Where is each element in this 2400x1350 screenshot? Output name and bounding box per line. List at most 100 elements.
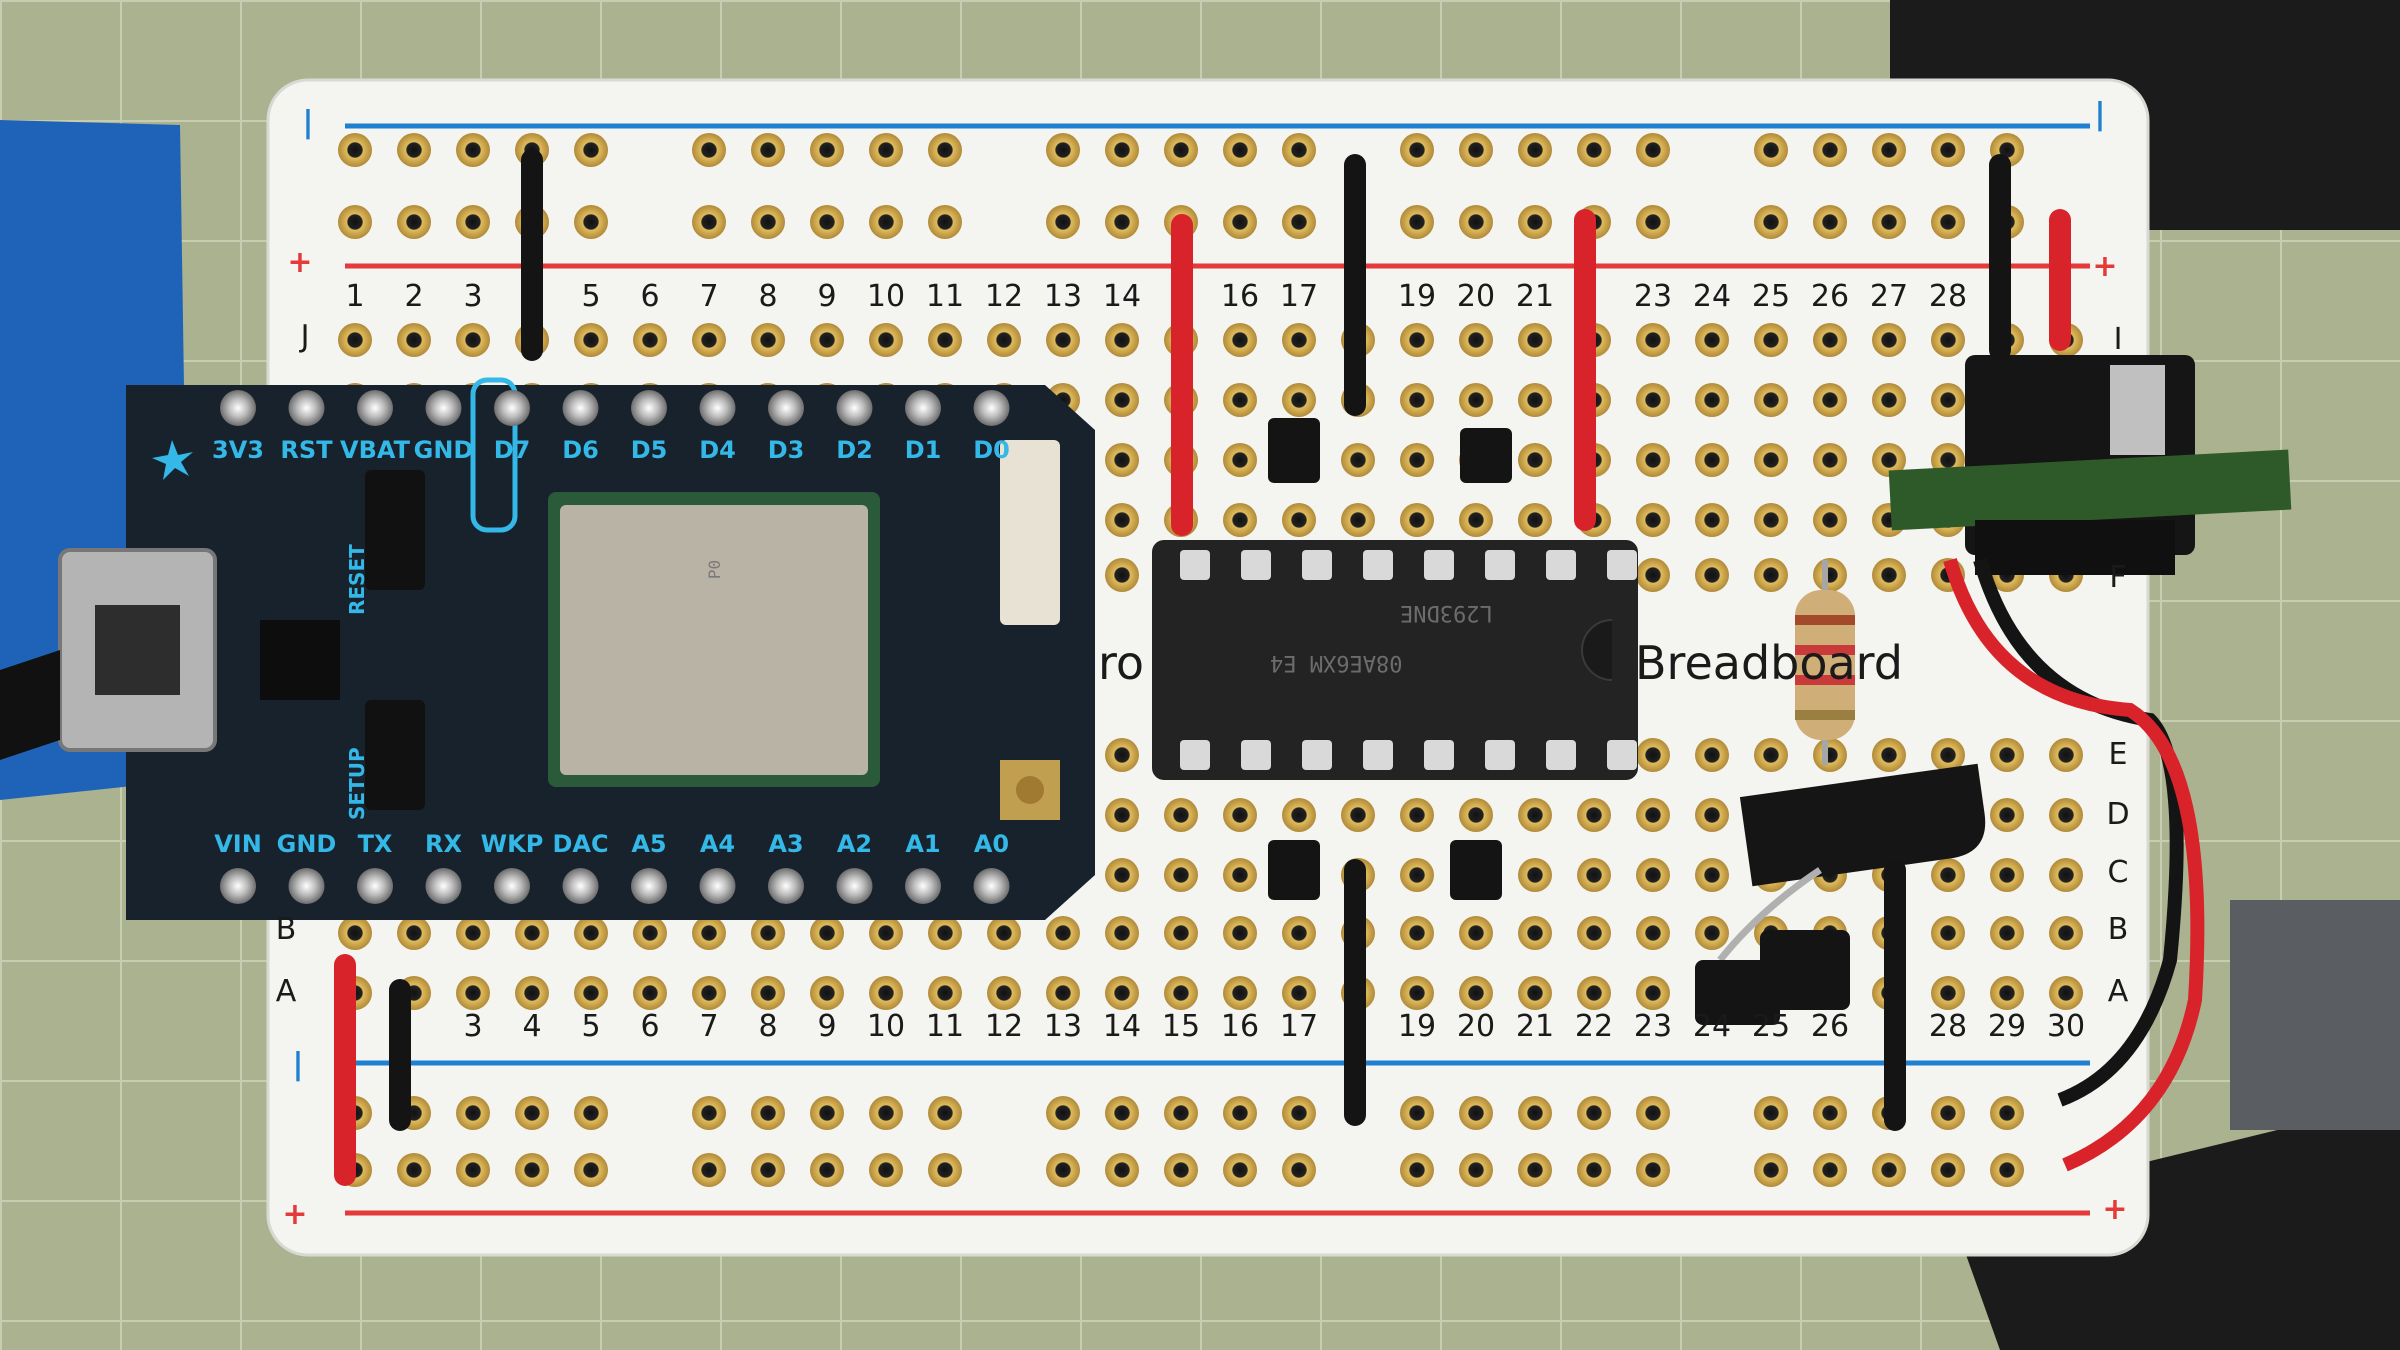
through-hole xyxy=(1282,1153,1316,1187)
through-hole xyxy=(869,133,903,167)
through-hole xyxy=(338,323,372,357)
through-hole xyxy=(1695,323,1729,357)
ic-pin xyxy=(1546,550,1576,580)
through-hole xyxy=(1223,205,1257,239)
through-hole xyxy=(1046,1096,1080,1130)
through-hole xyxy=(928,205,962,239)
photon-top-pin-label: D0 xyxy=(973,436,1010,464)
through-hole xyxy=(1400,443,1434,477)
through-hole xyxy=(515,1153,549,1187)
through-hole xyxy=(987,323,1021,357)
through-hole xyxy=(692,133,726,167)
through-hole xyxy=(1695,858,1729,892)
through-hole xyxy=(1400,798,1434,832)
column-number: 21 xyxy=(1515,1009,1555,1044)
through-hole xyxy=(1459,976,1493,1010)
through-hole xyxy=(1813,1096,1847,1130)
through-hole xyxy=(1223,916,1257,950)
through-hole xyxy=(1577,1096,1611,1130)
through-hole xyxy=(1577,858,1611,892)
through-hole xyxy=(1990,976,2024,1010)
column-number: 6 xyxy=(640,1009,660,1044)
column-number: 14 xyxy=(1102,1009,1142,1044)
column-number: 3 xyxy=(463,1009,483,1044)
through-hole xyxy=(1695,738,1729,772)
through-hole xyxy=(1990,798,2024,832)
photon-bottom-pin-label: VIN xyxy=(214,830,262,858)
photon-top-pin-label: D5 xyxy=(630,436,668,464)
photon-pin xyxy=(425,390,462,426)
through-hole xyxy=(1872,205,1906,239)
photon-pin xyxy=(288,868,325,904)
ic-pin xyxy=(1424,740,1454,770)
through-hole xyxy=(751,916,785,950)
through-hole xyxy=(1105,1096,1139,1130)
through-hole xyxy=(1282,383,1316,417)
through-hole xyxy=(1518,976,1552,1010)
through-hole xyxy=(1990,858,2024,892)
through-hole xyxy=(810,205,844,239)
through-hole xyxy=(1282,976,1316,1010)
rail-minus-bottom-left: | xyxy=(292,1047,304,1082)
column-number: 17 xyxy=(1279,279,1319,314)
through-hole xyxy=(1872,323,1906,357)
through-hole xyxy=(1518,133,1552,167)
through-hole xyxy=(456,1096,490,1130)
through-hole xyxy=(2049,858,2083,892)
column-number: 28 xyxy=(1928,1009,1968,1044)
through-hole xyxy=(1164,976,1198,1010)
through-hole xyxy=(1518,503,1552,537)
through-hole xyxy=(1105,1153,1139,1187)
through-hole xyxy=(1636,443,1670,477)
through-hole xyxy=(2049,976,2083,1010)
ic-pin xyxy=(1302,740,1332,770)
photon-pin xyxy=(220,868,256,904)
through-hole xyxy=(1400,858,1434,892)
column-number: 8 xyxy=(758,279,778,314)
photon-bottom-pin-label: GND xyxy=(276,830,337,858)
through-hole xyxy=(1105,205,1139,239)
through-hole xyxy=(1459,205,1493,239)
through-hole xyxy=(928,976,962,1010)
through-hole xyxy=(1813,205,1847,239)
through-hole xyxy=(633,976,667,1010)
through-hole xyxy=(1813,1153,1847,1187)
photon-pin xyxy=(973,868,1010,904)
through-hole xyxy=(1223,503,1257,537)
through-hole xyxy=(692,323,726,357)
through-hole xyxy=(1400,1153,1434,1187)
column-number: 4 xyxy=(522,1009,542,1044)
photon-top-pin-label: D2 xyxy=(836,436,873,464)
through-hole xyxy=(1400,976,1434,1010)
photon-pin xyxy=(905,868,941,904)
through-hole xyxy=(1636,798,1670,832)
through-hole xyxy=(1046,133,1080,167)
rail-plus-top-right: + xyxy=(2092,249,2118,284)
through-hole xyxy=(1105,133,1139,167)
row-letter-c-right: C xyxy=(2107,855,2129,890)
through-hole xyxy=(1518,798,1552,832)
photon-pin xyxy=(494,390,530,426)
rail-plus-bottom-left: + xyxy=(282,1197,308,1232)
through-hole xyxy=(1282,323,1316,357)
column-number: 25 xyxy=(1751,279,1791,314)
through-hole xyxy=(692,205,726,239)
through-hole xyxy=(751,205,785,239)
column-number: 20 xyxy=(1456,279,1496,314)
through-hole xyxy=(1931,738,1965,772)
through-hole xyxy=(1046,916,1080,950)
through-hole xyxy=(928,916,962,950)
through-hole xyxy=(1636,383,1670,417)
through-hole xyxy=(1282,205,1316,239)
column-number: 16 xyxy=(1220,279,1260,314)
photon-bottom-pin-label: TX xyxy=(357,830,393,858)
through-hole xyxy=(1223,383,1257,417)
through-hole xyxy=(1636,205,1670,239)
through-hole xyxy=(1518,323,1552,357)
usb-cable xyxy=(0,650,60,760)
board-brand-right: Breadboard xyxy=(1635,636,1903,690)
photon-pin xyxy=(357,390,393,426)
through-hole xyxy=(1754,323,1788,357)
clamp-bottom xyxy=(1950,1100,2400,1350)
through-hole xyxy=(1341,443,1375,477)
